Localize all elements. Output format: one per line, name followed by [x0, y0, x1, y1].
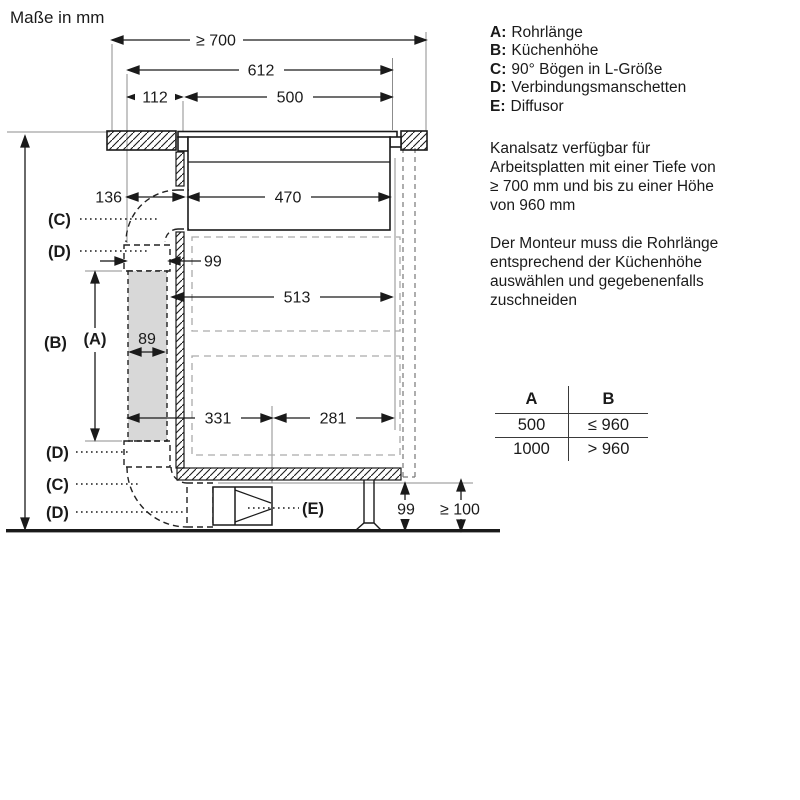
worktop-left [106, 130, 177, 151]
dim-500: 500 [277, 90, 304, 107]
clearance-zones [191, 236, 401, 456]
legend-item: E:Diffusor [490, 97, 564, 115]
legend: A:Rohrlänge B:Küchenhöhe C:90° Bögen in … [490, 24, 686, 116]
dim-label-backgrounds [77, 31, 488, 519]
label-A: (A) [84, 331, 107, 349]
legend-item: C:90° Bögen in L-Größe [490, 60, 663, 78]
legend-item: B:Küchenhöhe [490, 42, 599, 60]
floor-line [6, 529, 500, 533]
legend-item: D:Verbindungsmanschetten [490, 79, 687, 97]
note-installer: Der Monteur muss die Rohrlänge entsprech… [490, 235, 719, 309]
installation-diagram: ≥ 700 612 112 500 470 136 513 99 89 331 … [6, 31, 500, 533]
label-B: (B) [44, 334, 67, 352]
connector-mid [123, 440, 171, 468]
note-availability: Kanalsatz verfügbar für Arbeitsplatten m… [490, 140, 716, 214]
dim-331: 331 [205, 411, 232, 428]
diffusor [212, 486, 273, 526]
right-duct-channel [402, 148, 416, 478]
connector-lower [186, 482, 214, 528]
cabinet-bottom-panel [176, 467, 402, 481]
hob-body [187, 136, 391, 231]
dim-112: 112 [142, 90, 168, 107]
extension-lines [7, 32, 473, 484]
dim-281: 281 [320, 411, 347, 428]
lower-bend-inner [170, 466, 188, 484]
label-D-bottom: (D) [46, 504, 69, 522]
table-row: 500 ≤ 960 [495, 413, 648, 438]
clearance-zone-upper [191, 236, 401, 332]
label-C-bottom: (C) [46, 476, 69, 494]
label-E: (E) [302, 500, 324, 518]
dim-top-width: ≥ 700 [196, 33, 236, 50]
leader-lines [76, 218, 299, 513]
dim-470: 470 [275, 190, 302, 207]
clearance-zone-lower [191, 355, 401, 456]
duct-run [123, 189, 214, 528]
cabinet-wall-lower [175, 231, 185, 469]
upper-bend-inner [164, 228, 179, 243]
legend-item: A:Rohrlänge [490, 24, 583, 41]
dim-min-100: ≥ 100 [440, 502, 480, 519]
dim-612: 612 [248, 63, 275, 80]
upper-bend-outer [125, 189, 179, 243]
lower-bend-outer [126, 466, 188, 528]
plinth-leg [354, 480, 383, 531]
dim-513: 513 [284, 290, 311, 307]
label-C-top: (C) [48, 211, 71, 229]
dim-99-plinth: 99 [397, 502, 415, 519]
units-label: Maße in mm [10, 8, 105, 27]
plate-step-right [389, 136, 402, 148]
plate-step-left [177, 136, 189, 152]
label-D-top: (D) [48, 243, 71, 261]
dimension-lines [20, 35, 466, 533]
cabinet-wall-upper [175, 151, 185, 187]
label-D-mid: (D) [46, 444, 69, 462]
pipe-length-table: A B 500 ≤ 960 1000 > 960 [495, 386, 648, 461]
worktop-right [400, 130, 428, 151]
duct-pipe [127, 270, 168, 442]
table-header-row: A B [495, 386, 648, 414]
dim-99-duct: 99 [204, 254, 222, 271]
dim-89: 89 [138, 331, 156, 348]
structure [106, 130, 428, 481]
table-row: 1000 > 960 [495, 437, 648, 461]
dim-136: 136 [95, 190, 122, 207]
connector-upper [123, 244, 171, 272]
